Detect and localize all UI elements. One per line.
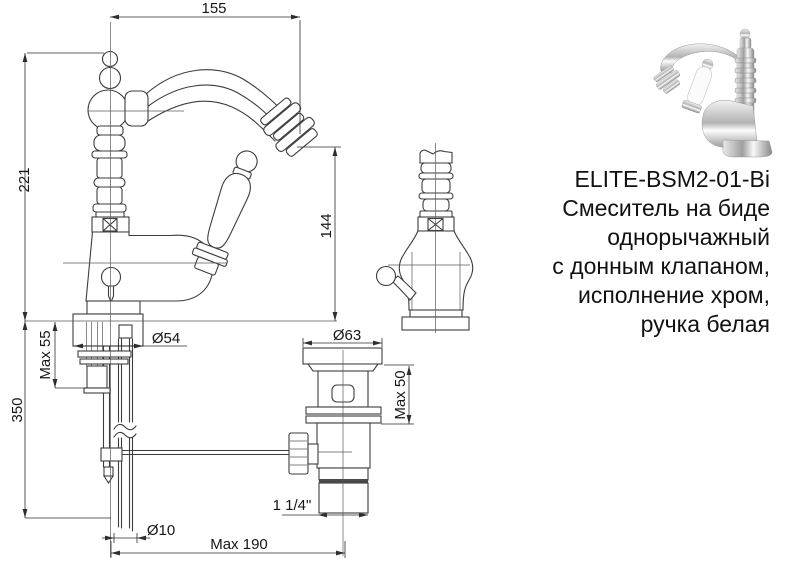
handle-front	[191, 150, 258, 276]
dim-label-155: 155	[201, 0, 226, 17]
description-line: однорычажный	[607, 224, 770, 250]
photo-handle	[681, 58, 714, 114]
dim-label-d10: Ø10	[147, 522, 175, 539]
center-lines	[25, 22, 470, 557]
description-line: исполнение хром,	[577, 282, 770, 308]
aerator	[260, 97, 318, 157]
dim-label-max190: Max 190	[210, 536, 268, 553]
description-line: Смеситель на биде	[562, 195, 770, 221]
dimension-labels: 155 221 144 Max 55 350 Ø54 Ø63 Max 50 1 …	[9, 0, 409, 553]
description-line: с донным клапаном,	[552, 253, 770, 279]
dim-label-max50: Max 50	[392, 370, 409, 419]
drain-view	[288, 347, 383, 514]
description-line: ручка белая	[640, 311, 770, 337]
product-photo	[653, 28, 773, 158]
dim-label-221: 221	[16, 167, 33, 192]
product-code: ELITE-BSM2-01-Bi	[574, 166, 770, 192]
dimension-lines	[22, 14, 414, 558]
product-description: ELITE-BSM2-01-Bi Смеситель на биде однор…	[470, 165, 770, 339]
dim-label-max55: Max 55	[37, 330, 54, 379]
side-view	[375, 149, 474, 331]
dim-label-thread: 1 1/4"	[273, 497, 312, 514]
dim-label-350: 350	[9, 397, 26, 422]
dim-label-d54: Ø54	[152, 330, 180, 347]
dim-label-d63: Ø63	[333, 327, 361, 344]
front-view	[72, 50, 318, 532]
dim-label-144: 144	[318, 213, 335, 238]
